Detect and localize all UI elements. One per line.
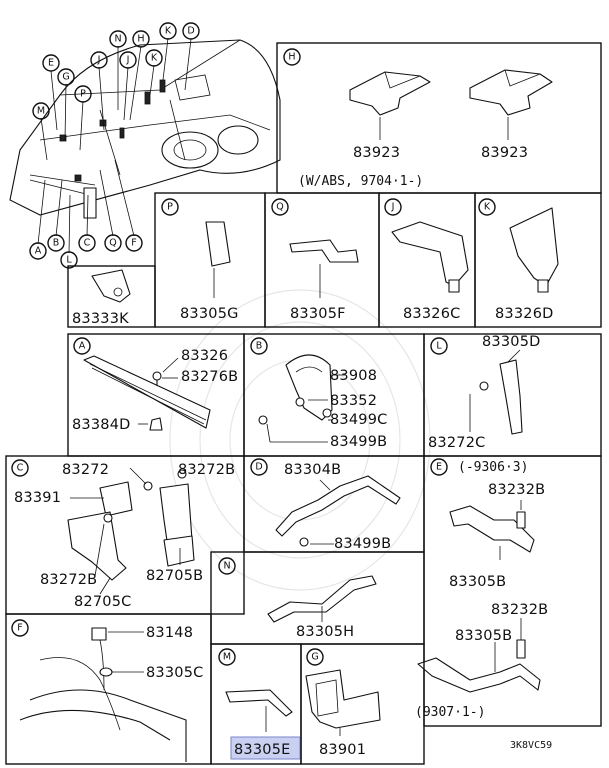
- section-letter: K: [484, 202, 491, 213]
- bracket-83923-right: [469, 69, 553, 116]
- part-number[interactable]: 83272B: [40, 572, 97, 588]
- part-number[interactable]: 83908: [330, 368, 377, 384]
- highlight-box: [230, 736, 301, 760]
- part-number[interactable]: 83499C: [330, 412, 387, 428]
- section-G: G 83901: [300, 643, 425, 765]
- part-number[interactable]: 83384D: [72, 417, 131, 433]
- section-C: C 83272 83272B 83391 83272B 82705B 82705…: [5, 455, 245, 615]
- overview-callouts: E G M P J N H J K K D A B L C Q F: [29, 22, 200, 269]
- callout-letter: F: [131, 238, 136, 249]
- section-letter: A: [79, 341, 86, 352]
- callout-letter: G: [62, 72, 69, 83]
- part-number[interactable]: 83148: [146, 625, 193, 641]
- section-A: A 83326 83276B 83384D: [67, 333, 245, 457]
- section-note: (W/ABS, 9704·1-): [298, 174, 423, 189]
- part-number[interactable]: 83326D: [495, 306, 554, 322]
- part-number[interactable]: 83352: [330, 393, 377, 409]
- callout-letter: K: [151, 53, 158, 64]
- part-number[interactable]: 83391: [14, 490, 61, 506]
- section-letter: D: [255, 462, 262, 473]
- part-number[interactable]: 83232B: [488, 482, 545, 498]
- callout-letter: Q: [109, 238, 116, 249]
- part-number[interactable]: 83272: [62, 462, 109, 478]
- part-number[interactable]: 83305C: [146, 665, 203, 681]
- part-number[interactable]: 83305D: [482, 334, 541, 350]
- section-letter: Q: [276, 202, 283, 213]
- callout-letter: P: [80, 89, 86, 100]
- callout-letter: J: [126, 55, 130, 66]
- section-H: H 83923 83923 (W/ABS, 9704·1-): [276, 42, 602, 194]
- part-number[interactable]: 83923: [481, 145, 528, 161]
- bracket-83923-left: [349, 71, 431, 116]
- section-letter: F: [17, 623, 22, 634]
- section-letter: P: [167, 202, 173, 213]
- section-letter: B: [256, 341, 263, 352]
- section-B: B 83908 83352 83499C 83499B: [243, 333, 425, 457]
- part-number[interactable]: 83276B: [181, 369, 238, 385]
- vehicle-overview: [9, 39, 281, 219]
- part-number[interactable]: 83326C: [403, 306, 460, 322]
- part-number[interactable]: 83305F: [290, 306, 346, 322]
- diagram-code: 3K8VC59: [510, 740, 552, 751]
- section-letter: M: [223, 652, 231, 663]
- section-J: J 83326C: [378, 192, 476, 328]
- part-number[interactable]: 83333K: [72, 311, 129, 327]
- part-number[interactable]: 83901: [319, 742, 366, 758]
- section-note: (9307·1-): [415, 705, 485, 720]
- callout-letter: H: [137, 34, 144, 45]
- section-letter: E: [436, 462, 442, 473]
- section-Q: Q 83305F: [264, 192, 380, 328]
- section-letter: C: [17, 463, 24, 474]
- part-number[interactable]: 82705B: [146, 568, 203, 584]
- section-E: E (-9306·3) 83232B 83305B 83232B 83305B …: [415, 455, 602, 727]
- part-number[interactable]: 83305H: [296, 624, 354, 640]
- callout-letter: K: [165, 26, 172, 37]
- section-K: K 83326D: [474, 192, 602, 328]
- callout-letter: D: [187, 26, 194, 37]
- part-number[interactable]: 82705C: [74, 594, 131, 610]
- section-N: N 83305H: [210, 551, 425, 645]
- callout-letter: A: [35, 246, 42, 257]
- part-number[interactable]: 83499B: [334, 536, 391, 552]
- callout-letter: J: [97, 55, 101, 66]
- section-note: (-9306·3): [458, 460, 528, 475]
- part-number[interactable]: 83326: [181, 348, 228, 364]
- section-letter: N: [223, 561, 230, 572]
- part-number[interactable]: 83232B: [491, 602, 548, 618]
- part-number[interactable]: 83272B: [178, 462, 235, 478]
- section-L: L 83305D 83272C: [423, 333, 602, 457]
- section-letter: J: [391, 202, 395, 213]
- part-number[interactable]: 83305B: [449, 574, 506, 590]
- part-number[interactable]: 83923: [353, 145, 400, 161]
- callout-letter: M: [37, 106, 45, 117]
- section-letter: L: [436, 341, 442, 352]
- section-letter: G: [311, 652, 318, 663]
- callout-letter: N: [114, 34, 121, 45]
- callout-letter: E: [48, 58, 54, 69]
- callout-letter: C: [84, 238, 91, 249]
- part-number-highlighted[interactable]: 83305E: [234, 742, 291, 758]
- section-unlabeled-83333K: 83333K: [67, 265, 156, 328]
- callout-letter: B: [53, 238, 60, 249]
- part-number[interactable]: 83272C: [428, 435, 485, 451]
- part-number[interactable]: 83305G: [180, 306, 239, 322]
- section-F: F 83148 83305C: [5, 613, 212, 765]
- part-number[interactable]: 83305B: [455, 628, 512, 644]
- part-number[interactable]: 83304B: [284, 462, 341, 478]
- part-number[interactable]: 83499B: [330, 434, 387, 450]
- section-P: P 83305G: [154, 192, 266, 328]
- section-M: M 83305E: [210, 643, 302, 765]
- callout-letter: L: [66, 255, 72, 266]
- section-letter: H: [288, 52, 295, 63]
